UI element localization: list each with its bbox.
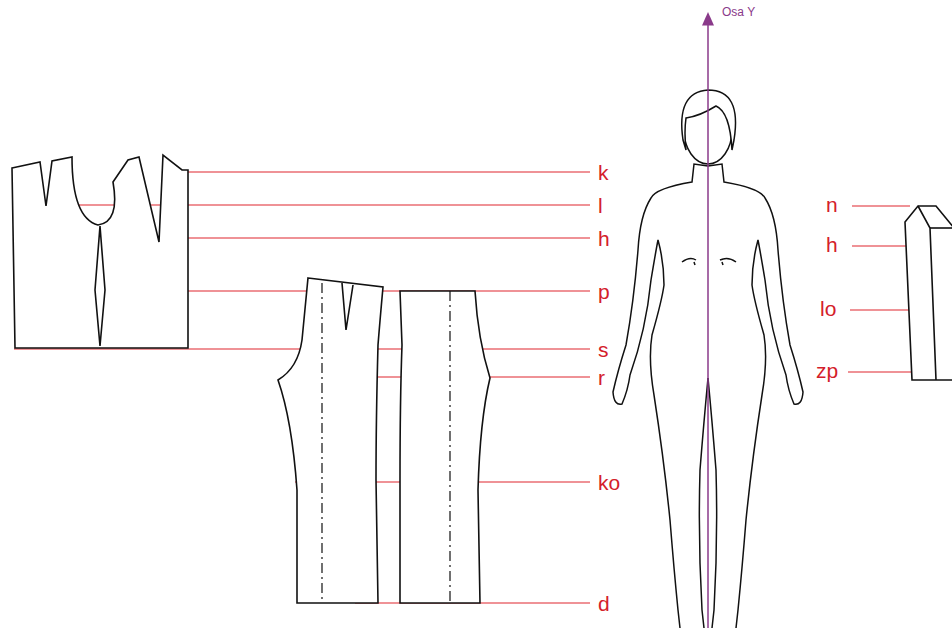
line-label: zp [816,360,838,381]
line-label: r [598,367,605,388]
y-axis [707,18,709,628]
sleeve-pattern [905,206,952,380]
line-label: h [598,228,610,249]
axis-label: Osa Y [722,6,755,18]
trousers-pattern [278,278,490,603]
line-label: k [598,162,609,183]
line-label: n [826,194,838,215]
line-label: ko [598,472,620,493]
line-label: lo [820,298,836,319]
line-label: s [598,339,609,360]
line-label: h [826,234,838,255]
line-label: d [598,593,610,614]
line-label: l [598,195,603,216]
bodice-pattern [12,155,188,348]
line-label: p [598,281,610,302]
